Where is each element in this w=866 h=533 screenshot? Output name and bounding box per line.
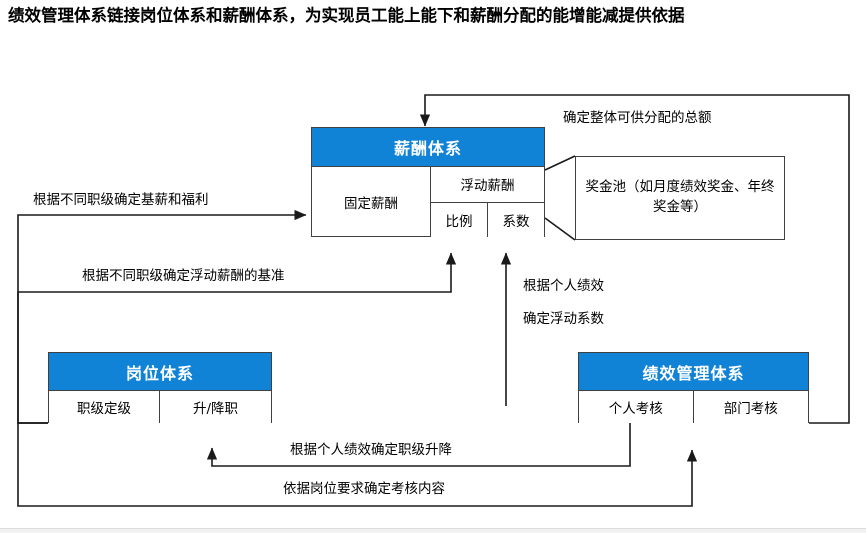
department-assessment-cell[interactable]: 部门考核	[693, 391, 808, 423]
position-system-box[interactable]: 岗位体系 职级定级 升/降职	[48, 352, 272, 423]
wire-total-amount	[419, 94, 850, 424]
floating-salary-subcells: 比例 系数	[431, 202, 544, 237]
grading-cell[interactable]: 职级定级	[49, 391, 160, 423]
compensation-system-box[interactable]: 薪酬体系 固定薪酬 浮动薪酬 比例 系数	[311, 127, 545, 237]
individual-assessment-cell[interactable]: 个人考核	[579, 391, 694, 423]
performance-system-box[interactable]: 绩效管理体系 个人考核 部门考核	[578, 352, 809, 423]
label-assessment-content: 依据岗位要求确定考核内容	[283, 481, 445, 497]
performance-system-body: 个人考核 部门考核	[579, 391, 808, 423]
compensation-system-body: 固定薪酬 浮动薪酬 比例 系数	[312, 167, 544, 237]
label-individual-performance-2: 确定浮动系数	[523, 311, 604, 327]
label-floating-baseline: 根据不同职级确定浮动薪酬的基准	[82, 268, 285, 284]
label-grade-change: 根据个人绩效确定职级升降	[290, 442, 452, 458]
label-base-salary-benefits: 根据不同职级确定基薪和福利	[33, 192, 209, 208]
footer-divider	[0, 528, 866, 533]
ratio-cell[interactable]: 比例	[431, 202, 488, 237]
coefficient-cell[interactable]: 系数	[488, 202, 544, 237]
label-individual-performance-1: 根据个人绩效	[523, 278, 604, 294]
bonus-pool-callout[interactable]: 奖金池（如月度绩效奖金、年终奖金等）	[575, 156, 785, 240]
position-system-body: 职级定级 升/降职	[49, 391, 271, 423]
wire-callout-bottom	[544, 217, 576, 241]
promotion-demotion-cell[interactable]: 升/降职	[160, 391, 271, 423]
wire-grade-change	[206, 406, 631, 467]
floating-salary-group: 浮动薪酬 比例 系数	[431, 167, 544, 237]
label-total-amount: 确定整体可供分配的总额	[563, 110, 712, 126]
wire-callout-top	[544, 155, 576, 171]
position-system-header: 岗位体系	[49, 353, 271, 391]
performance-system-header: 绩效管理体系	[579, 353, 808, 391]
floating-salary-cell[interactable]: 浮动薪酬	[431, 167, 544, 203]
compensation-system-header: 薪酬体系	[312, 128, 544, 167]
wire-assessment-content	[17, 422, 698, 507]
page-title: 绩效管理体系链接岗位体系和薪酬体系，为实现员工能上能下和薪酬分配的能增能减提供依…	[8, 6, 685, 25]
fixed-salary-cell[interactable]: 固定薪酬	[312, 167, 431, 237]
